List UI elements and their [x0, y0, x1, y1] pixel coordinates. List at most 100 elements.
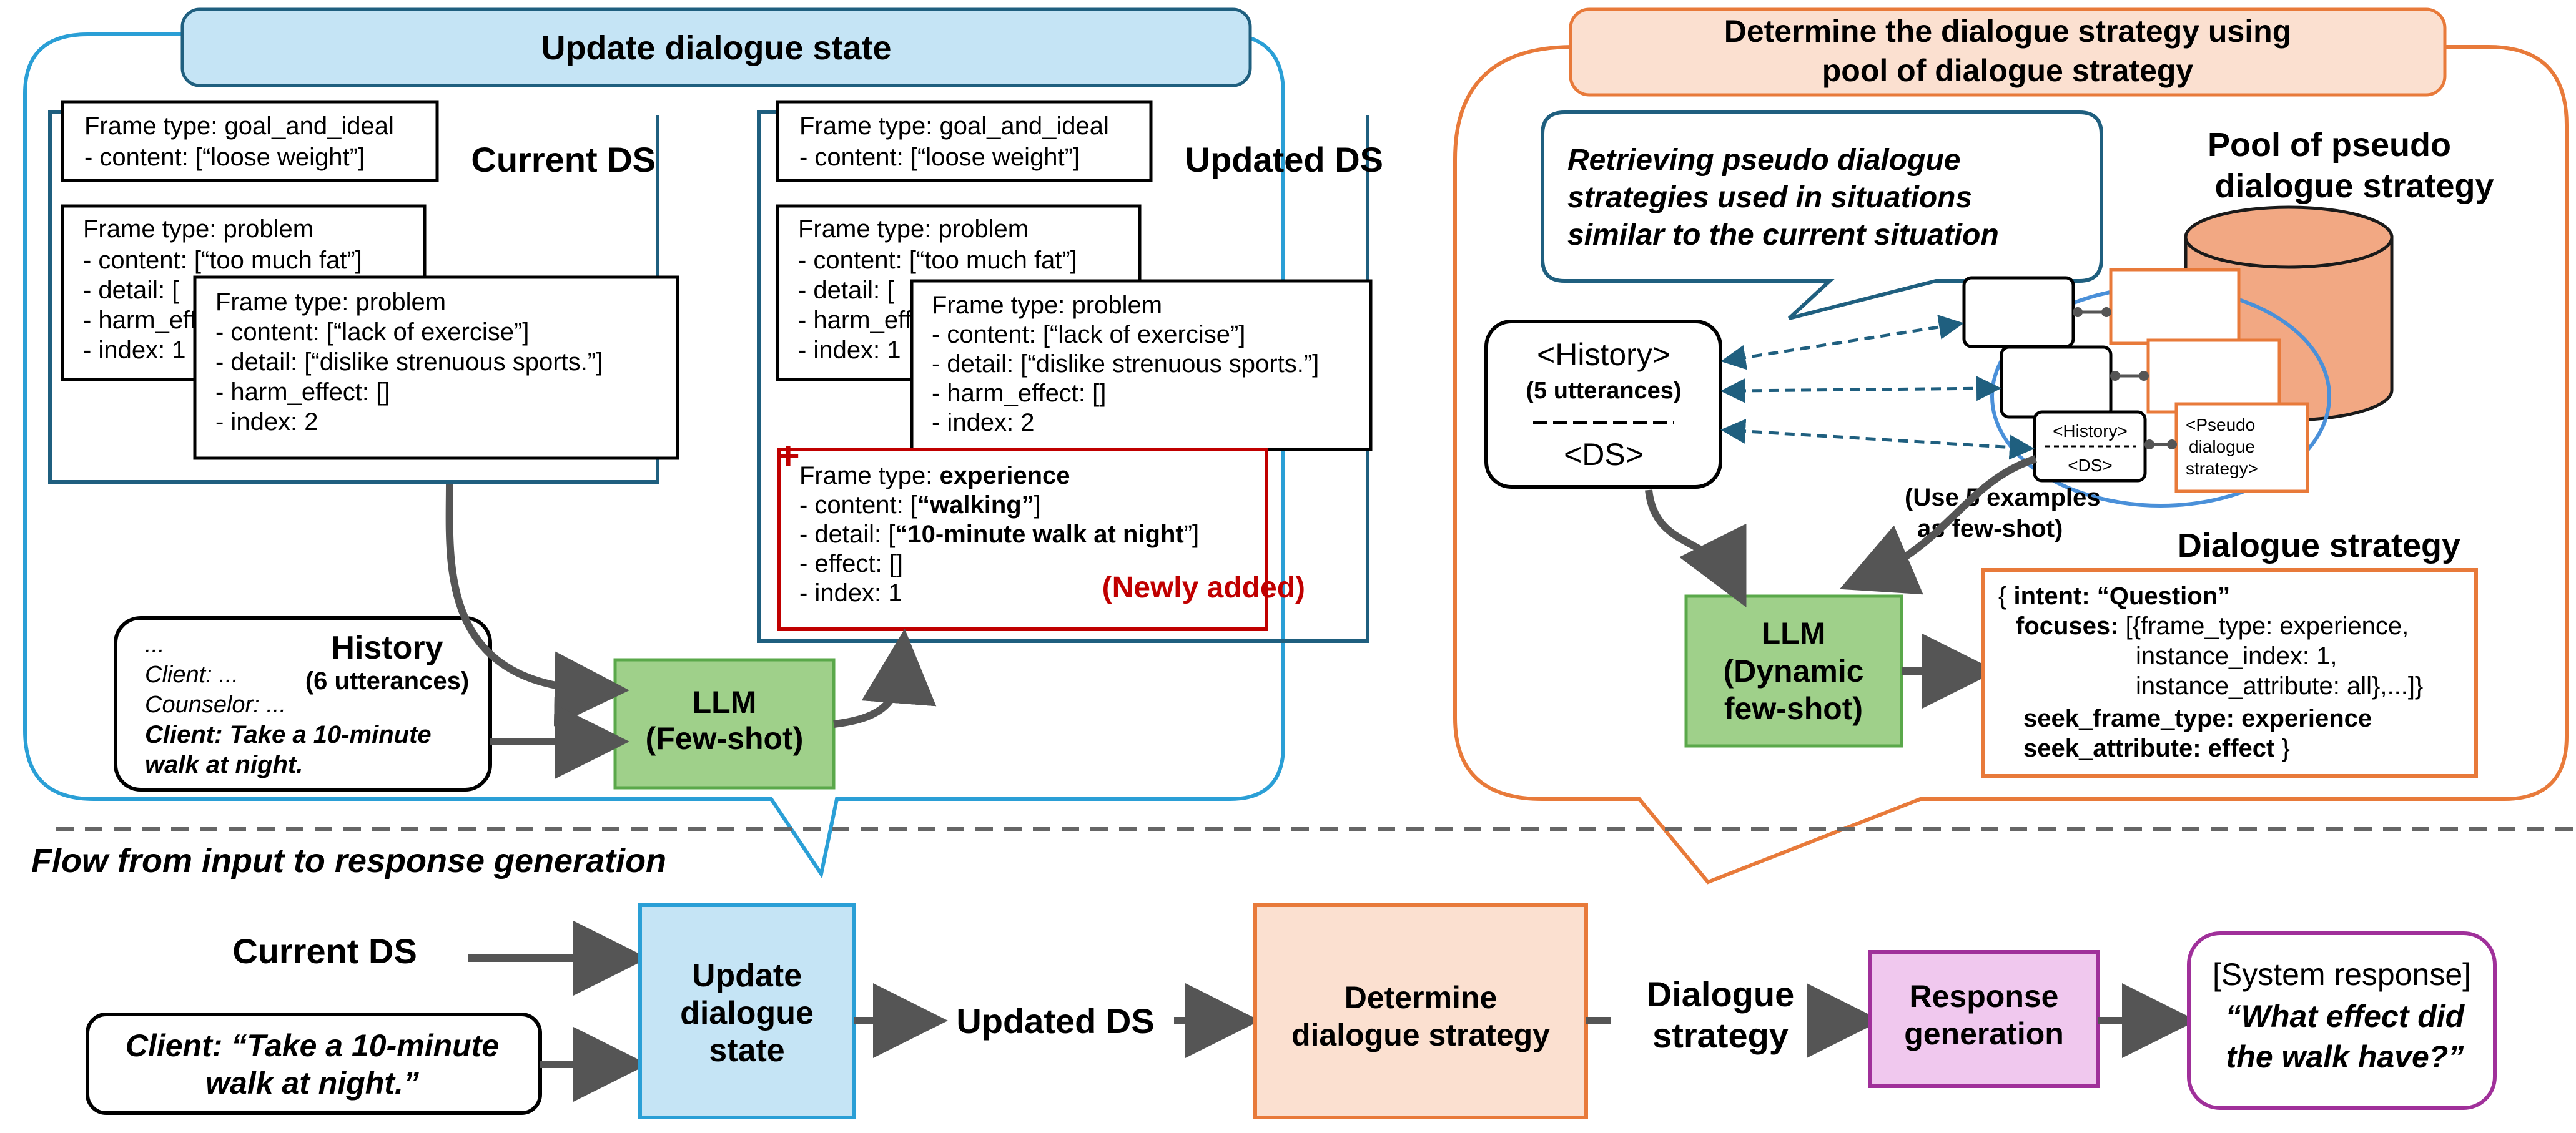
- history-line-client: Client: ...: [145, 662, 239, 688]
- llm-dynamic-line3: few-shot): [1724, 691, 1863, 726]
- history-line-last2: walk at night.: [145, 751, 303, 778]
- mini-pseudo-box: [2174, 402, 2309, 493]
- flow-system-box: [2187, 931, 2497, 1110]
- callout-line2: strategies used in situations: [1567, 181, 1972, 214]
- updated-ds-container: [757, 110, 1369, 643]
- frame-problem-back-updated-content: - content: [“too much fat”]: [798, 247, 1077, 274]
- flow-determine-line2: dialogue strategy: [1291, 1018, 1550, 1052]
- frame-goal-current: [61, 100, 439, 182]
- callout-line3: similar to the current situation: [1567, 218, 1999, 252]
- dialogue-strategy-box: [1981, 568, 2478, 778]
- flow-response-line2: generation: [1904, 1016, 2064, 1051]
- pseudo-pair-2: [2000, 338, 2281, 419]
- llm-dynamic-box: [1684, 594, 1903, 748]
- pool-title-line1: Pool of pseudo: [2208, 126, 2451, 164]
- strategy-panel-title-box: [1569, 7, 2447, 97]
- updated-ds-label: Updated DS: [1185, 140, 1383, 179]
- frame-goal-updated-type: Frame type: goal_and_ideal: [799, 112, 1109, 140]
- retrieval-callout: [1541, 110, 2103, 320]
- flow-system-line1: “What effect did: [2226, 999, 2465, 1034]
- flow-response-line1: Response: [1910, 979, 2059, 1014]
- mini-pseudo-line3: strategy>: [2186, 459, 2258, 478]
- frame-experience-detail: - detail: [“10-minute walk at night”]: [799, 521, 1199, 548]
- update-panel: Update dialogue state Current DS Frame t…: [23, 7, 1383, 879]
- newly-added-label: (Newly added): [1102, 571, 1305, 604]
- flow-title: Flow from input to response generation: [31, 842, 666, 880]
- query-history: <History>: [1537, 337, 1670, 372]
- frame-problem-front-updated-content: - content: [“lack of exercise”]: [932, 321, 1245, 348]
- llm-dynamic-line2: (Dynamic: [1723, 654, 1863, 689]
- frame-problem-back-current-index: - index: 1: [83, 336, 186, 364]
- strategy-panel-title-line1: Determine the dialogue strategy using: [1724, 14, 2292, 49]
- frame-experience-content: - content: [“walking”]: [799, 491, 1041, 519]
- frame-goal-current-content: - content: [“loose weight”]: [84, 144, 365, 171]
- ds-line-seek-frame-type: seek_frame_type: experience: [2023, 705, 2372, 732]
- frame-goal-updated: [776, 100, 1153, 182]
- ds-line-instance-index: instance_index: 1,: [2136, 642, 2337, 670]
- strategy-panel-title-line2: pool of dialogue strategy: [1822, 53, 2194, 88]
- pseudo-pair-1: [1962, 268, 2241, 348]
- mini-pseudo-line1: <Pseudo: [2186, 415, 2255, 434]
- history-count: (6 utterances): [305, 667, 469, 695]
- llm-few-shot-box: [613, 658, 836, 790]
- flow-update-box: [638, 903, 856, 1119]
- frame-problem-front-current-harm: - harm_effect: []: [215, 378, 390, 406]
- mini-ds-label: <DS>: [2068, 456, 2113, 475]
- plus-icon: +: [776, 433, 799, 478]
- retrieval-arrow-2: [1720, 376, 2001, 403]
- frame-problem-front-current-index: - index: 2: [215, 408, 318, 436]
- flow-response-box: [1868, 950, 2100, 1088]
- ds-line-intent: { intent: “Question”: [1998, 582, 2230, 610]
- flow-system-label: [System response]: [2213, 957, 2471, 992]
- strategy-panel: Determine the dialogue strategy using po…: [1453, 7, 2569, 885]
- flow-update-line2: dialogue: [680, 995, 814, 1031]
- frame-problem-back-current-harm: - harm_eff: [83, 307, 197, 334]
- pseudo-pair-3: <History> <DS> <Pseudo dialogue strategy…: [2033, 402, 2309, 493]
- llm-few-shot-line2: (Few-shot): [646, 721, 804, 756]
- history-box: [114, 616, 492, 792]
- ds-line-instance-attribute: instance_attribute: all},...]}: [2136, 672, 2423, 700]
- retrieval-arrow-1: [1720, 315, 1964, 370]
- arrow-current-ds-to-llm: [445, 483, 629, 727]
- frame-problem-front-updated-type: Frame type: problem: [932, 292, 1162, 319]
- llm-few-shot-line1: LLM: [693, 685, 757, 720]
- flow-update-line1: Update: [692, 958, 802, 994]
- query-box: [1484, 320, 1722, 489]
- frame-experience-effect: - effect: []: [799, 550, 903, 577]
- arrow-pool-to-llm: [1839, 455, 2037, 595]
- pool-title-line2: dialogue strategy: [2214, 167, 2494, 205]
- history-ellipsis: ...: [145, 632, 165, 658]
- ds-line-seek-attribute: seek_attribute: effect }: [2023, 735, 2290, 762]
- flow-client-line2: walk at night.”: [205, 1066, 419, 1101]
- frame-problem-back-updated-type: Frame type: problem: [798, 215, 1029, 243]
- frame-goal-current-type: Frame type: goal_and_ideal: [84, 112, 394, 140]
- mini-pseudo-line2: dialogue: [2189, 437, 2255, 456]
- frame-experience-new: [777, 448, 1268, 631]
- history-line-counselor: Counselor: ...: [145, 692, 286, 718]
- frame-problem-front-current-detail: - detail: [“dislike strenuous sports.”]: [215, 348, 603, 376]
- frame-problem-back-current-type: Frame type: problem: [83, 215, 313, 243]
- flow-client-line1: Client: “Take a 10-minute: [126, 1028, 499, 1063]
- flow-updated-ds: Updated DS: [956, 1001, 1154, 1041]
- flow-system-line2: the walk have?”: [2226, 1039, 2464, 1074]
- frame-problem-back-updated-detail: - detail: [: [798, 277, 894, 304]
- query-count: (5 utterances): [1526, 378, 1681, 404]
- arrow-query-to-llm: [1645, 489, 1747, 607]
- history-title: History: [331, 630, 443, 666]
- update-panel-title-box: [180, 7, 1252, 87]
- frame-problem-back-current-content: - content: [“too much fat”]: [83, 247, 362, 274]
- frame-problem-front-updated-index: - index: 2: [932, 409, 1035, 436]
- query-ds: <DS>: [1564, 437, 1644, 472]
- update-panel-title: Update dialogue state: [541, 29, 891, 67]
- frame-experience-index: - index: 1: [799, 579, 902, 607]
- frame-experience-type: Frame type: experience: [799, 462, 1070, 489]
- flow-determine-box: [1253, 903, 1588, 1119]
- mini-history-label: <History>: [2053, 421, 2128, 441]
- frame-problem-front-current-type: Frame type: problem: [215, 288, 446, 316]
- dialogue-strategy-title: Dialogue strategy: [2178, 527, 2460, 564]
- frame-problem-back-updated-harm: - harm_eff: [798, 307, 912, 334]
- flow-strategy-line2: strategy: [1652, 1016, 1789, 1055]
- frame-problem-back-current-detail: - detail: [: [83, 277, 179, 304]
- current-ds-label: Current DS: [471, 140, 656, 179]
